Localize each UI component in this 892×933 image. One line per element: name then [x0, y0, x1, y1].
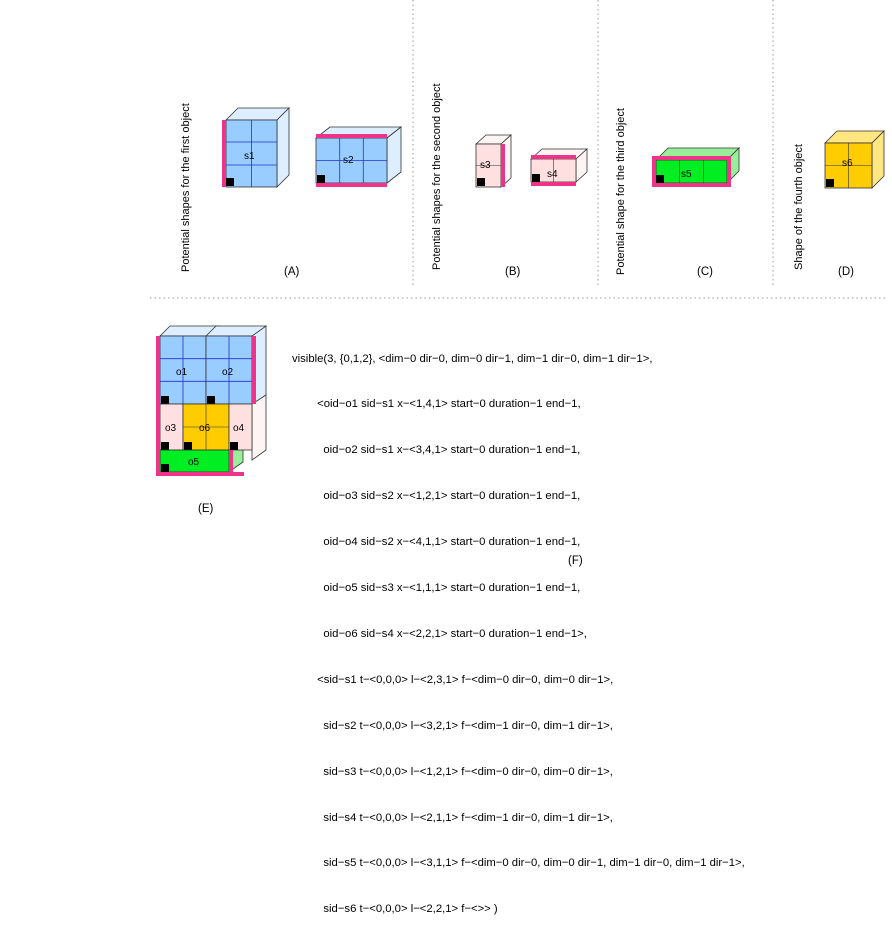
constraint-line: oid−o4 sid−s2 x−<4,1,1> start−0 duration… — [292, 536, 581, 549]
panel-separators — [150, 0, 888, 299]
constraint-line: <sid−s1 t−<0,0,0> l−<2,3,1> f−<dim−0 dir… — [292, 673, 614, 686]
constraint-text: visible(3, {0,1,2}, <dim−0 dir−0, dim−0 … — [292, 321, 745, 933]
placement-assembly: o1 o2 o3 o6 o4 — [156, 325, 267, 476]
constraint-line: oid−o5 sid−s3 x−<1,1,1> start−0 duration… — [292, 582, 581, 595]
object-o2-label: o2 — [222, 367, 234, 378]
shape-s2-label: s2 — [343, 155, 354, 166]
shape-s1-box: s1 — [222, 107, 290, 188]
shape-s5-label: s5 — [681, 169, 692, 180]
shape-s3-box: s3 — [474, 134, 513, 188]
panel-a-side-label: Potential shapes for the first object — [180, 103, 192, 272]
panel-e-caption: (E) — [198, 503, 214, 515]
shape-s6-box: s6 — [824, 130, 885, 189]
panel-a-caption: (A) — [284, 266, 300, 278]
shape-s6-label: s6 — [842, 158, 853, 169]
constraint-line: sid−s4 t−<0,0,0> l−<2,1,1> f−<dim−1 dir−… — [292, 811, 613, 824]
constraint-line: visible(3, {0,1,2}, <dim−0 dir−0, dim−0 … — [292, 352, 653, 365]
object-o2: o2 — [205, 335, 253, 405]
panel-d-caption: (D) — [838, 266, 854, 278]
object-o3: o3 — [159, 403, 184, 451]
panel-c-side-label: Potential shape for the third object — [615, 108, 627, 275]
constraint-line: oid−o6 sid−s4 x−<2,2,1> start−0 duration… — [292, 627, 587, 640]
object-o5-label: o5 — [188, 457, 200, 468]
constraint-line: sid−s6 t−<0,0,0> l−<2,2,1> f−<>> ) — [292, 903, 498, 916]
object-o5: o5 — [159, 449, 230, 473]
panel-c-caption: (C) — [697, 266, 713, 278]
object-o4-label: o4 — [233, 423, 245, 434]
object-o3-label: o3 — [165, 423, 177, 434]
constraint-line: oid−o3 sid−s2 x−<1,2,1> start−0 duration… — [292, 490, 581, 503]
constraint-line: sid−s3 t−<0,0,0> l−<1,2,1> f−<dim−0 dir−… — [292, 765, 613, 778]
shape-s4-box: s4 — [529, 148, 589, 186]
shape-s3-label: s3 — [480, 160, 491, 171]
object-o6-label: o6 — [199, 423, 211, 434]
object-o1: o1 — [159, 335, 207, 405]
constraint-line: <oid−o1 sid−s1 x−<1,4,1> start−0 duratio… — [292, 398, 581, 411]
object-o1-label: o1 — [176, 367, 188, 378]
shape-s4-label: s4 — [547, 169, 558, 180]
panel-b-caption: (B) — [505, 266, 521, 278]
shape-s1-label: s1 — [244, 151, 255, 162]
shape-s5-box: s5 — [652, 147, 740, 187]
panel-b-side-label: Potential shapes for the second object — [431, 83, 443, 270]
object-o6: o6 — [182, 403, 230, 451]
shape-s2-box: s2 — [314, 126, 403, 187]
panel-d-side-label: Shape of the fourth object — [793, 144, 805, 270]
constraint-line: sid−s2 t−<0,0,0> l−<3,2,1> f−<dim−1 dir−… — [292, 719, 613, 732]
object-o4: o4 — [228, 403, 253, 451]
constraint-line: sid−s5 t−<0,0,0> l−<3,1,1> f−<dim−0 dir−… — [292, 857, 745, 870]
constraint-line: oid−o2 sid−s1 x−<3,4,1> start−0 duration… — [292, 444, 581, 457]
diagram-canvas: Potential shapes for the first object Po… — [150, 0, 888, 567]
panel-f-caption: (F) — [568, 555, 583, 567]
